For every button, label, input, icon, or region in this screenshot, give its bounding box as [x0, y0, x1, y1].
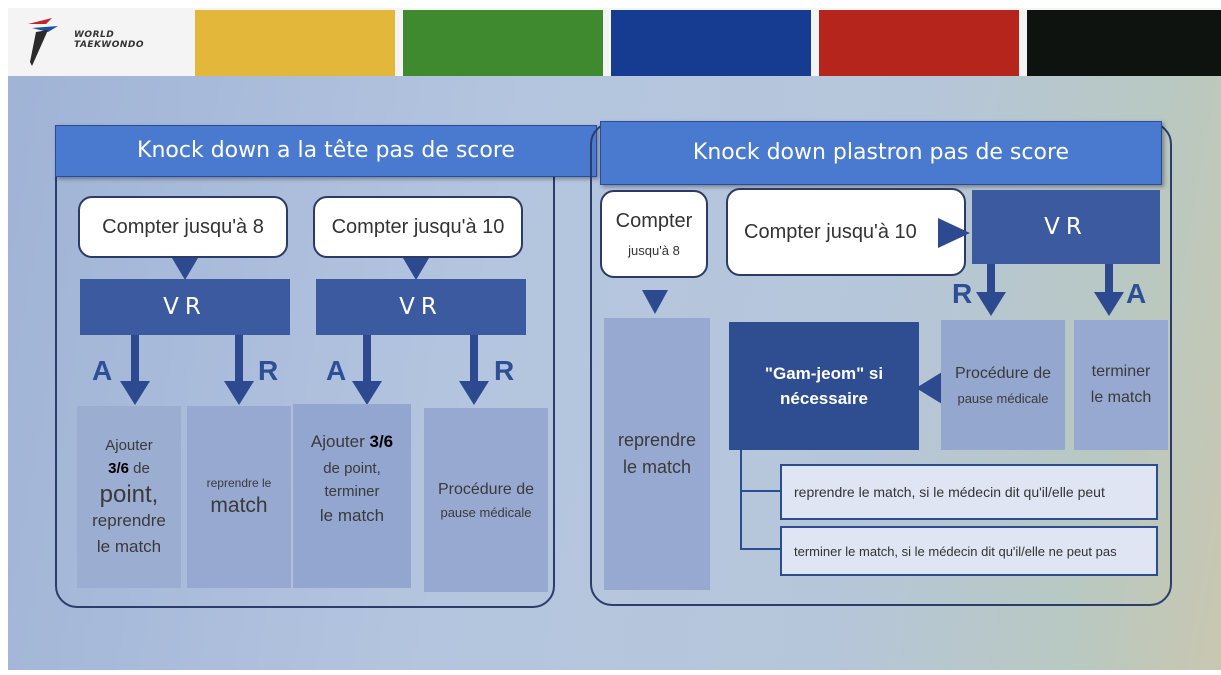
arrow-down-icon	[642, 290, 668, 314]
box-text-row: 3/6 de	[108, 460, 150, 477]
arrow-left-icon	[916, 372, 942, 404]
left-header: Knock down a la tête pas de score	[55, 125, 597, 177]
right-header: Knock down plastron pas de score	[600, 121, 1162, 185]
fraction-text: 3/6	[369, 432, 394, 451]
arrow-down-icon	[459, 335, 489, 405]
arrow-down-icon	[224, 335, 254, 405]
arrow-down-icon	[120, 335, 150, 405]
box-text: reprendre	[617, 430, 697, 450]
connector-line	[740, 548, 780, 550]
box-text: reprendre le	[206, 476, 272, 490]
label-r: R	[952, 278, 973, 309]
logo-text: WORLD TAEKWONDO	[74, 30, 144, 50]
box-text: Procédure de	[954, 364, 1052, 382]
box-text: point,	[99, 481, 159, 508]
end-match-box: terminer le match	[1074, 320, 1168, 450]
connector-line	[740, 490, 780, 492]
world-taekwondo-logo: WORLD TAEKWONDO	[22, 14, 190, 70]
box-text: nécessaire	[780, 389, 868, 408]
resume-match-box: reprendre le match	[604, 318, 710, 590]
box-text: le match	[622, 457, 692, 477]
box-text: le match	[319, 506, 385, 525]
black-strip	[1027, 10, 1221, 76]
label-a: A	[326, 355, 347, 386]
arrow-down-icon	[976, 264, 1006, 316]
arrow-down-icon	[352, 335, 382, 405]
box-text: Procédure de	[437, 480, 535, 498]
fraction-text: 3/6	[108, 460, 129, 477]
medical-pause-box: Procédure de pause médicale	[941, 320, 1065, 450]
logo-line-2: TAEKWONDO	[74, 40, 145, 50]
box-text: jusqu'à 8	[628, 243, 680, 258]
arrow-right-icon	[938, 218, 970, 248]
arrow-down-icon	[1094, 264, 1124, 316]
box-text: de point,	[323, 460, 381, 477]
box-text: de	[133, 460, 150, 477]
gam-jeom-box: "Gam-jeom" si nécessaire	[729, 322, 919, 450]
vr-box-left: VR	[80, 279, 290, 335]
label-a: A	[92, 355, 113, 386]
red-strip	[819, 10, 1019, 76]
arrow-down-icon	[172, 258, 198, 280]
box-text: le match	[1090, 389, 1152, 406]
box-text: Compter	[615, 210, 693, 232]
box-text: "Gam-jeom" si	[764, 364, 884, 383]
yellow-strip	[195, 10, 395, 76]
box-text: terminer	[324, 483, 380, 500]
box-text: Ajouter	[105, 437, 153, 454]
add-points-end-box: Ajouter 3/6 de point, terminer le match	[293, 404, 411, 588]
blue-strip	[611, 10, 811, 76]
taekwondo-figure-icon	[28, 18, 58, 66]
box-text: Ajouter	[310, 432, 365, 451]
add-points-resume-box: Ajouter 3/6 de point, reprendre le match	[77, 406, 181, 588]
vr-box-right: VR	[316, 279, 526, 335]
label-a: A	[1126, 278, 1147, 309]
arrow-down-icon	[403, 258, 429, 280]
green-strip	[403, 10, 603, 76]
logo-line-1: WORLD	[74, 30, 115, 40]
box-text: reprendre	[92, 511, 166, 530]
count-to-8-box: Compter jusqu'à 8	[600, 190, 708, 278]
box-text-row: Ajouter 3/6	[311, 432, 393, 452]
connector-line	[740, 450, 742, 550]
label-r: R	[258, 355, 279, 386]
resume-if-doctor-allows-note: reprendre le match, si le médecin dit qu…	[780, 464, 1158, 520]
label-r: R	[494, 355, 515, 386]
box-text: pause médicale	[957, 390, 1049, 406]
resume-match-box: reprendre le match	[187, 406, 291, 588]
box-text: terminer	[1091, 363, 1151, 380]
box-text: le match	[96, 537, 162, 556]
count-to-8-box: Compter jusqu'à 8	[78, 196, 288, 258]
box-text: match	[210, 494, 268, 517]
medical-pause-box: Procédure de pause médicale	[424, 408, 548, 592]
box-text: pause médicale	[440, 504, 532, 520]
count-to-10-box: Compter jusqu'à 10	[313, 196, 523, 258]
vr-box: VR	[972, 190, 1160, 264]
count-to-10-box: Compter jusqu'à 10	[726, 188, 966, 276]
end-if-doctor-refuses-note: terminer le match, si le médecin dit qu'…	[780, 526, 1158, 576]
